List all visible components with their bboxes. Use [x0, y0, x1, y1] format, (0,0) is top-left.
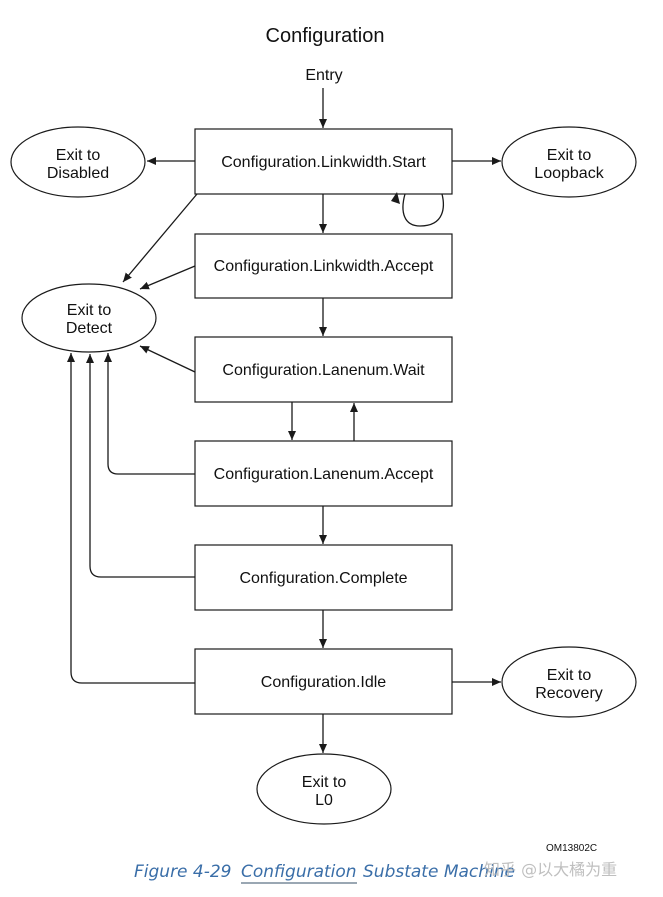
diagram-title: Configuration: [266, 25, 385, 47]
start-self-loop-arrowhead: [391, 192, 400, 204]
exit-detect: Exit to Detect: [21, 283, 157, 353]
figure-caption: Figure 4-29 Configuration Substate Machi…: [0, 862, 663, 890]
state-label-linkwidth-accept: Configuration.Linkwidth.Accept: [214, 258, 434, 275]
exit-detect-line1: Exit to: [67, 302, 112, 319]
state-linkwidth-accept: Configuration.Linkwidth.Accept: [194, 233, 453, 299]
arrow-wait-to-detect: [139, 345, 196, 373]
state-linkwidth-start: Configuration.Linkwidth.Start: [194, 128, 453, 195]
arrow-start-to-detect: [122, 193, 198, 283]
exit-disabled-line2: Disabled: [47, 165, 109, 182]
exit-disabled-line1: Exit to: [56, 147, 101, 164]
state-complete: Configuration.Complete: [194, 544, 453, 611]
arrow-idle-to-detect: [67, 353, 195, 684]
exit-loopback: Exit to Loopback: [501, 126, 637, 198]
figure-code: OM13802C: [546, 843, 597, 854]
state-label-linkwidth-start: Configuration.Linkwidth.Start: [221, 154, 426, 171]
exit-l0-line2: L0: [315, 792, 333, 809]
caption-number: Figure 4-29: [134, 862, 232, 882]
exit-l0-line1: Exit to: [302, 774, 347, 791]
state-label-complete: Configuration.Complete: [239, 570, 407, 587]
exit-l0: Exit to L0: [256, 753, 392, 825]
state-label-lanenum-accept: Configuration.Lanenum.Accept: [214, 466, 434, 483]
watermark: 知乎 @以大橘为重: [484, 860, 618, 879]
exit-recovery-line2: Recovery: [535, 685, 603, 702]
state-idle: Configuration.Idle: [194, 648, 453, 715]
exit-loopback-line2: Loopback: [534, 165, 604, 182]
exit-loopback-line1: Exit to: [547, 147, 592, 164]
start-self-loop: [402, 193, 444, 227]
entry-label: Entry: [305, 67, 342, 84]
exit-detect-line2: Detect: [66, 320, 113, 337]
arrow-lnaccept-to-detect: [104, 353, 195, 475]
exit-recovery: Exit to Recovery: [501, 646, 637, 718]
state-lanenum-wait: Configuration.Lanenum.Wait: [194, 336, 453, 403]
arrow-lwaccept-to-detect: [139, 265, 196, 290]
caption-word: Configuration: [241, 862, 357, 884]
exit-recovery-line1: Exit to: [547, 667, 592, 684]
state-lanenum-accept: Configuration.Lanenum.Accept: [194, 440, 453, 507]
state-label-lanenum-wait: Configuration.Lanenum.Wait: [222, 362, 425, 379]
state-label-idle: Configuration.Idle: [261, 674, 387, 691]
exit-disabled: Exit to Disabled: [10, 126, 146, 198]
arrow-complete-to-detect: [86, 354, 195, 578]
caption-rest: Substate Machine: [363, 862, 515, 882]
